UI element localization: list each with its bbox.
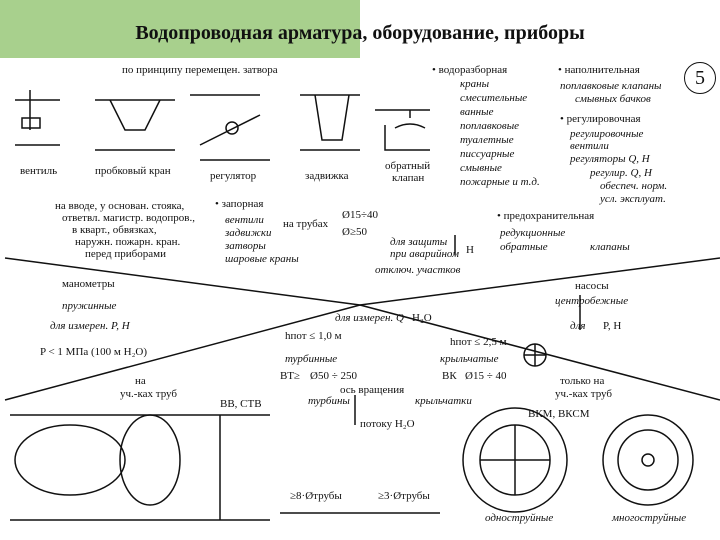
for-label: для — [570, 320, 586, 332]
shutoff-d1: Ø15÷40 — [342, 209, 378, 221]
type-check2: клапан — [392, 172, 425, 184]
shutoff-item-1: задвижки — [225, 227, 272, 239]
slide-title: Водопроводная арматура, оборудование, пр… — [135, 22, 585, 44]
protect-0: для защиты — [390, 236, 448, 248]
type-ventil: вентиль — [20, 165, 58, 177]
vkm-label: ВКМ, ВКСМ — [528, 408, 590, 420]
safety-item-2: клапаны — [590, 241, 630, 253]
shutoff-note-1: ответвл. магистр. водопров., — [62, 212, 195, 224]
reg-item-3: регулир. Q, H — [590, 167, 652, 179]
pumps-label: насосы — [575, 280, 609, 292]
turbines-label: турбины — [308, 395, 350, 407]
vk-label: ВК — [442, 370, 457, 382]
protect-2: отключ. участков — [375, 264, 461, 276]
pipes2-label: уч.-ках труб — [555, 388, 613, 400]
ph-label: P, H — [603, 320, 622, 332]
flow-arrows — [280, 235, 581, 514]
single-jet-meter-icon — [462, 407, 568, 513]
valve-ventil-icon — [15, 90, 60, 146]
single-jet-label: одноструйные — [485, 512, 554, 524]
impellers-label: крыльчатки — [415, 395, 472, 407]
filling-item-0: поплавковые клапаны — [560, 80, 662, 92]
wf-item-2: ванные — [460, 106, 494, 118]
axis-label: ось вращения — [340, 384, 405, 396]
dia2-label: ≥3·Øтрубы — [378, 490, 430, 502]
wf-item-1: смесительные — [460, 92, 528, 104]
flow-label: потоку H₂O — [360, 418, 415, 430]
hpot1-label: hпот ≤ 1,0 м — [285, 330, 342, 342]
shutoff-note-2: в кварт., обвязках, — [72, 224, 157, 236]
safety-item-0: редукционные — [500, 227, 566, 239]
protect-1: при аварийном — [390, 248, 460, 260]
reg-item-0: регулировочные — [570, 128, 644, 140]
centrifugal-label: центробежные — [555, 295, 629, 307]
h2o-label: H₂O — [412, 312, 432, 324]
vt-d-label: Ø50 ÷ 250 — [310, 370, 357, 382]
water-fittings-heading: • водоразборная — [432, 64, 508, 76]
na-label: на — [135, 375, 146, 387]
safety-heading: • предохранительная — [497, 210, 595, 222]
turbine-meter-icon — [10, 414, 270, 521]
pipes-note: уч.-ках труб — [120, 388, 178, 400]
shutoff-d2: Ø≥50 — [342, 226, 367, 238]
measure-ph-label: для измерен. P, H — [50, 320, 130, 332]
check-valve-icon — [375, 109, 430, 151]
reg-item-5: усл. эксплуат. — [600, 193, 666, 205]
pressure-label: P < 1 МПа (100 м H₂O) — [40, 346, 148, 358]
shutoff-note-4: перед приборами — [85, 248, 166, 260]
wf-item-7: пожарные и т.д. — [460, 176, 540, 188]
reg-item-4: обеспеч. норм. — [600, 180, 668, 192]
wf-item-4: туалетные — [460, 134, 514, 146]
safety-h: H — [466, 244, 474, 256]
vk-d-label: Ø15 ÷ 40 — [465, 370, 507, 382]
reg-item-1: вентили — [570, 140, 609, 152]
regulating-heading: • регулировочная — [560, 113, 641, 125]
wf-item-6: смывные — [460, 162, 502, 174]
shutoff-note-3: наружн. пожарн. кран. — [75, 236, 181, 248]
divider-right-lower — [359, 304, 720, 401]
regulator-icon — [190, 94, 270, 161]
title-background — [0, 0, 360, 58]
measure-q-label: для измерен. Q — [335, 312, 404, 324]
vv-label: ВВ, СТВ — [220, 398, 262, 410]
reg-item-2: регуляторы Q, H — [570, 153, 650, 165]
shutoff-note-0: на вводе, у основан. стояка, — [55, 200, 185, 212]
type-cock: пробковый кран — [95, 165, 171, 177]
safety-item-1: обратные — [500, 241, 548, 253]
drawing-sheet — [5, 60, 720, 540]
type-regulator: регулятор — [210, 170, 257, 182]
vane-label: крыльчатые — [440, 353, 499, 365]
filling-item-1: смывных бачков — [575, 93, 651, 105]
shutoff-heading: • запорная — [215, 198, 264, 210]
vt-label: ВТ≥ — [280, 370, 300, 382]
filling-heading: • наполнительная — [558, 64, 640, 76]
divider-right-upper — [359, 257, 720, 306]
type-check: обратный — [385, 160, 431, 172]
slide-number: 5 — [684, 62, 716, 94]
principle-label: по принципу перемещен. затвора — [122, 64, 278, 76]
spring-label: пружинные — [62, 300, 117, 312]
shutoff-item-2: затворы — [225, 240, 266, 252]
hpot2-label: hпот ≤ 2,5 м — [450, 336, 507, 348]
valve-plug-cock-icon — [95, 99, 175, 151]
divider-left-lower — [4, 304, 361, 401]
wf-item-3: поплавковые — [460, 120, 520, 132]
type-gate: задвижка — [305, 170, 349, 182]
shutoff-item-0: вентили — [225, 214, 264, 226]
only-on-label: только на — [560, 375, 605, 387]
multi-jet-meter-icon — [602, 414, 694, 506]
wf-item-5: писсуарные — [460, 148, 515, 160]
multi-jet-label: многоструйные — [612, 512, 687, 524]
shutoff-pipes: на трубах — [283, 218, 329, 230]
dia1-label: ≥8·Øтрубы — [290, 490, 342, 502]
shutoff-item-3: шаровые краны — [225, 253, 299, 265]
pump-symbol-icon — [523, 343, 547, 367]
gate-valve-icon — [300, 94, 360, 151]
turbine-label: турбинные — [285, 353, 338, 365]
divider-left-upper — [4, 257, 361, 306]
wf-item-0: краны — [460, 78, 490, 90]
manometers-label: манометры — [62, 278, 115, 290]
